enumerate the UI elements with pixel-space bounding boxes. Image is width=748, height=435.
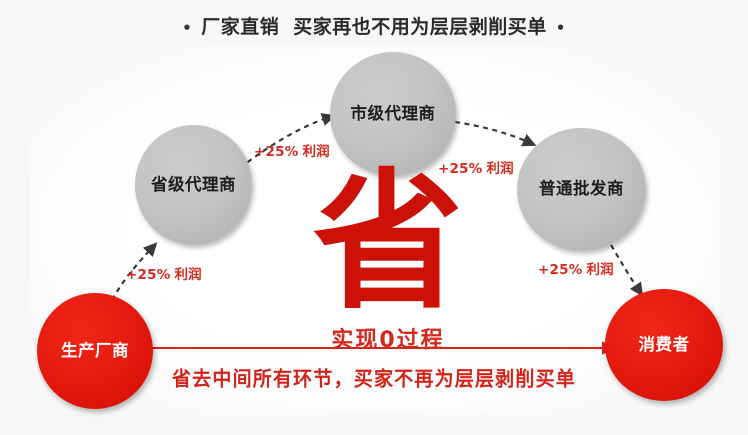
profit-percent: +25%	[126, 267, 171, 283]
node-manufacturer[interactable]: 生产厂商	[37, 293, 153, 409]
node-provincial-agent-label: 省级代理商	[151, 174, 236, 194]
center-caption: 实现0过程	[331, 328, 445, 353]
center-big-character: 省	[312, 156, 463, 330]
profit-percent: +25%	[438, 161, 483, 177]
profit-word: 利润	[586, 262, 614, 278]
header-banner: • 厂家直销买家再也不用为层层剥削买单 •	[0, 12, 748, 39]
bullet-right-icon: •	[555, 18, 566, 37]
node-consumer-label: 消费者	[638, 334, 690, 354]
bottom-tagline: 省去中间所有环节，买家不再为层层剥削买单	[171, 367, 576, 391]
profit-label-wholesale-consumer: +25%利润	[538, 258, 614, 278]
node-wholesaler-label: 普通批发商	[539, 179, 624, 199]
arrow-city-to-wholesale	[454, 120, 537, 147]
node-city-agent[interactable]: 市级代理商	[330, 52, 456, 176]
node-provincial-agent[interactable]: 省级代理商	[135, 125, 252, 245]
node-consumer[interactable]: 消费者	[605, 289, 723, 401]
profit-label-city-wholesale: +25%利润	[438, 157, 514, 177]
profit-word: 利润	[302, 144, 330, 160]
header-text-right: 买家再也不用为层层剥削买单	[293, 16, 547, 38]
profit-percent: +25%	[538, 262, 583, 278]
node-city-agent-label: 市级代理商	[350, 103, 436, 123]
node-wholesaler[interactable]: 普通批发商	[517, 128, 646, 251]
profit-word: 利润	[486, 161, 514, 177]
arrow-province-to-city	[239, 113, 336, 169]
profit-label-maker-province: +25%利润	[126, 263, 202, 283]
profit-label-province-city: +25%利润	[254, 140, 330, 160]
bullet-left-icon: •	[182, 18, 193, 37]
profit-word: 利润	[174, 267, 202, 283]
node-manufacturer-label: 生产厂商	[61, 340, 129, 360]
header-text-left: 厂家直销	[201, 16, 280, 38]
arrow-maker-to-province	[111, 242, 158, 301]
profit-percent: +25%	[254, 144, 299, 160]
arrow-wholesale-to-consumer	[610, 244, 644, 297]
